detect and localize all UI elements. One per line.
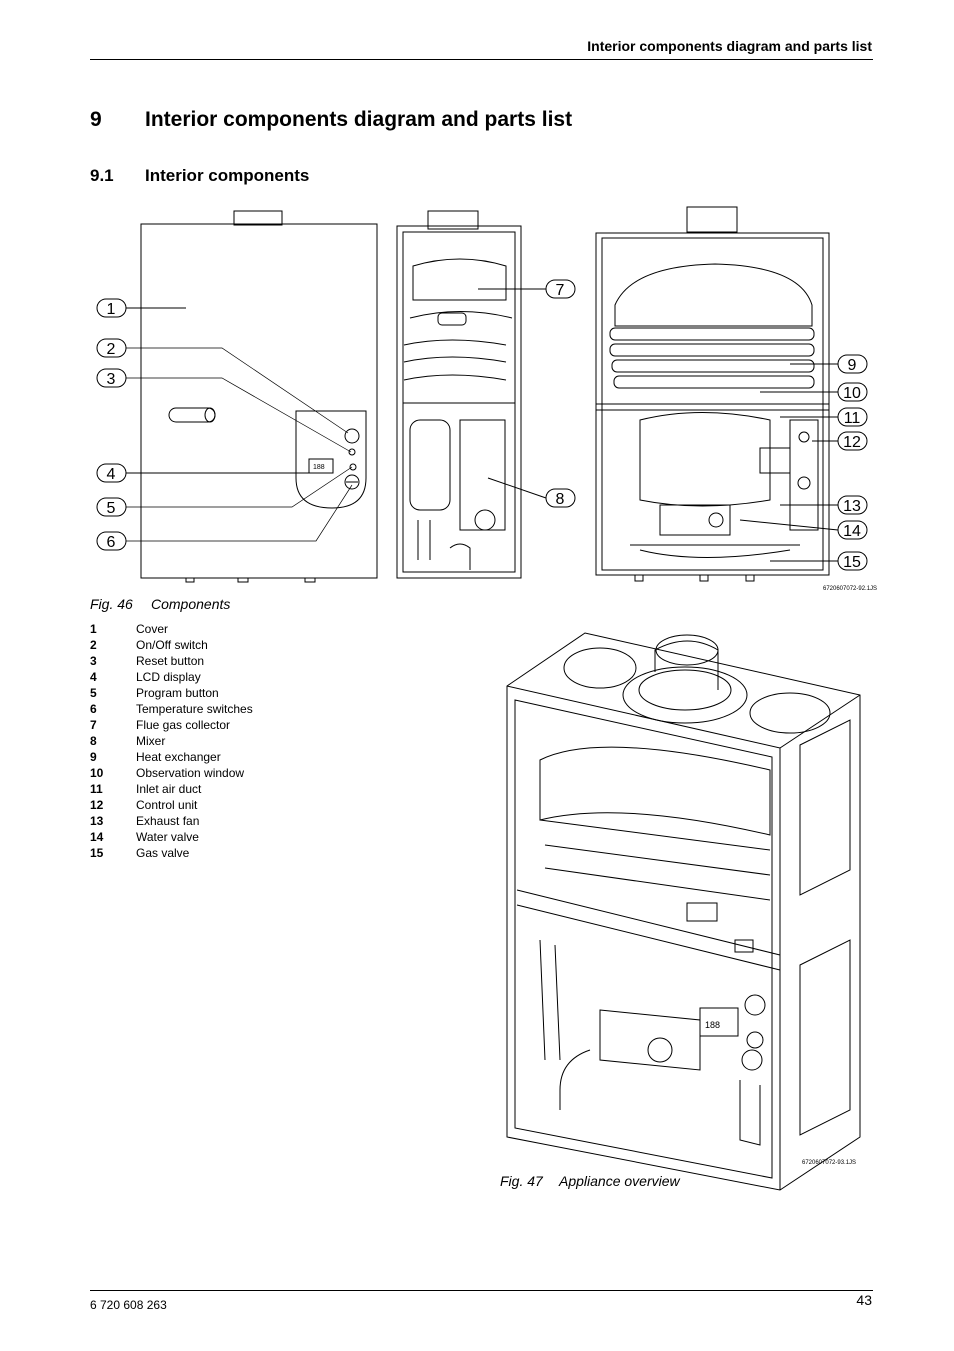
part-label: Heat exchanger: [136, 750, 221, 764]
chapter-title: Interior components diagram and parts li…: [145, 108, 573, 131]
fig47-code: 6720607072-93.1JS: [802, 1160, 856, 1166]
part-row: 5 Program button: [90, 685, 253, 701]
part-number: 3: [90, 654, 97, 668]
part-label: Control unit: [136, 798, 198, 812]
interior-detail-drawing: [595, 206, 830, 582]
callout-12: 12: [843, 434, 861, 451]
part-row: 2 On/Off switch: [90, 637, 253, 653]
callouts-right: [739, 354, 868, 571]
fig47-lcd-text: 188: [705, 1020, 720, 1030]
part-number: 15: [90, 846, 104, 860]
fig46-code: 6720607072-92.1JS: [823, 586, 877, 592]
part-label: Flue gas collector: [136, 718, 231, 732]
callout-11: 11: [844, 410, 861, 427]
section-title: Interior components: [145, 166, 310, 185]
parts-list: 1 Cover 2 On/Off switch 3 Reset button 4 LCD di…: [90, 621, 253, 861]
part-label: Gas valve: [136, 846, 190, 860]
fig46-lcd-text: 188: [313, 464, 325, 471]
callout-5: 5: [107, 500, 116, 517]
part-label: Inlet air duct: [136, 782, 202, 796]
part-label: Observation window: [136, 766, 245, 780]
part-label: Reset button: [136, 654, 205, 668]
part-number: 9: [90, 750, 97, 764]
part-row: 13 Exhaust fan: [90, 813, 253, 829]
part-number: 13: [90, 814, 104, 828]
section-number: 9.1: [90, 166, 114, 185]
fig46-title: Components: [151, 596, 230, 612]
document-number: 6 720 608 263: [90, 1298, 167, 1312]
part-label: Mixer: [136, 734, 166, 748]
page-number: 43: [856, 1292, 872, 1308]
part-label: Exhaust fan: [136, 814, 200, 828]
callout-14: 14: [843, 523, 861, 540]
callouts-left: [96, 298, 353, 551]
part-label: Program button: [136, 686, 219, 700]
part-number: 7: [90, 718, 97, 732]
part-number: 5: [90, 686, 97, 700]
part-number: 8: [90, 734, 97, 748]
fig47-number: Fig. 47: [500, 1173, 544, 1189]
callout-4: 4: [107, 466, 116, 483]
fig47-title: Appliance overview: [558, 1173, 681, 1189]
callout-6: 6: [107, 534, 116, 551]
part-row: 1 Cover: [90, 621, 253, 637]
footer-rule: [90, 1290, 873, 1291]
callout-10: 10: [843, 385, 861, 402]
part-row: 15 Gas valve: [90, 845, 253, 861]
part-label: LCD display: [136, 670, 201, 684]
part-number: 4: [90, 670, 97, 684]
callout-2: 2: [107, 341, 116, 358]
part-label: Cover: [136, 622, 169, 636]
part-row: 6 Temperature switches: [90, 701, 253, 717]
part-number: 12: [90, 798, 104, 812]
interior-drawing: [396, 210, 522, 579]
callout-7: 7: [556, 282, 565, 299]
part-row: 3 Reset button: [90, 653, 253, 669]
part-number: 2: [90, 638, 97, 652]
cover-drawing: [140, 210, 378, 583]
callout-9: 9: [848, 357, 857, 374]
part-row: 10 Observation window: [90, 765, 253, 781]
part-row: 14 Water valve: [90, 829, 253, 845]
part-row: 12 Control unit: [90, 797, 253, 813]
part-row: 11 Inlet air duct: [90, 781, 253, 797]
part-row: 4 LCD display: [90, 669, 253, 685]
part-number: 14: [90, 830, 104, 844]
appliance-drawing: [506, 632, 861, 1191]
part-label: Temperature switches: [136, 702, 253, 716]
callout-3: 3: [107, 371, 116, 388]
part-row: 9 Heat exchanger: [90, 749, 253, 765]
part-row: 7 Flue gas collector: [90, 717, 253, 733]
running-header: Interior components diagram and parts li…: [587, 38, 872, 54]
part-label: Water valve: [136, 830, 199, 844]
callout-13: 13: [843, 498, 861, 515]
header-rule: [90, 59, 873, 60]
chapter-number: 9: [90, 108, 102, 131]
part-number: 6: [90, 702, 97, 716]
callout-1: 1: [107, 301, 116, 318]
part-number: 11: [90, 782, 103, 796]
part-label: On/Off switch: [136, 638, 208, 652]
part-row: 8 Mixer: [90, 733, 253, 749]
part-number: 10: [90, 766, 104, 780]
callouts-mid: [478, 279, 576, 508]
callout-8: 8: [556, 491, 565, 508]
part-number: 1: [90, 622, 97, 636]
fig46-number: Fig. 46: [90, 596, 133, 612]
callout-15: 15: [843, 554, 861, 571]
